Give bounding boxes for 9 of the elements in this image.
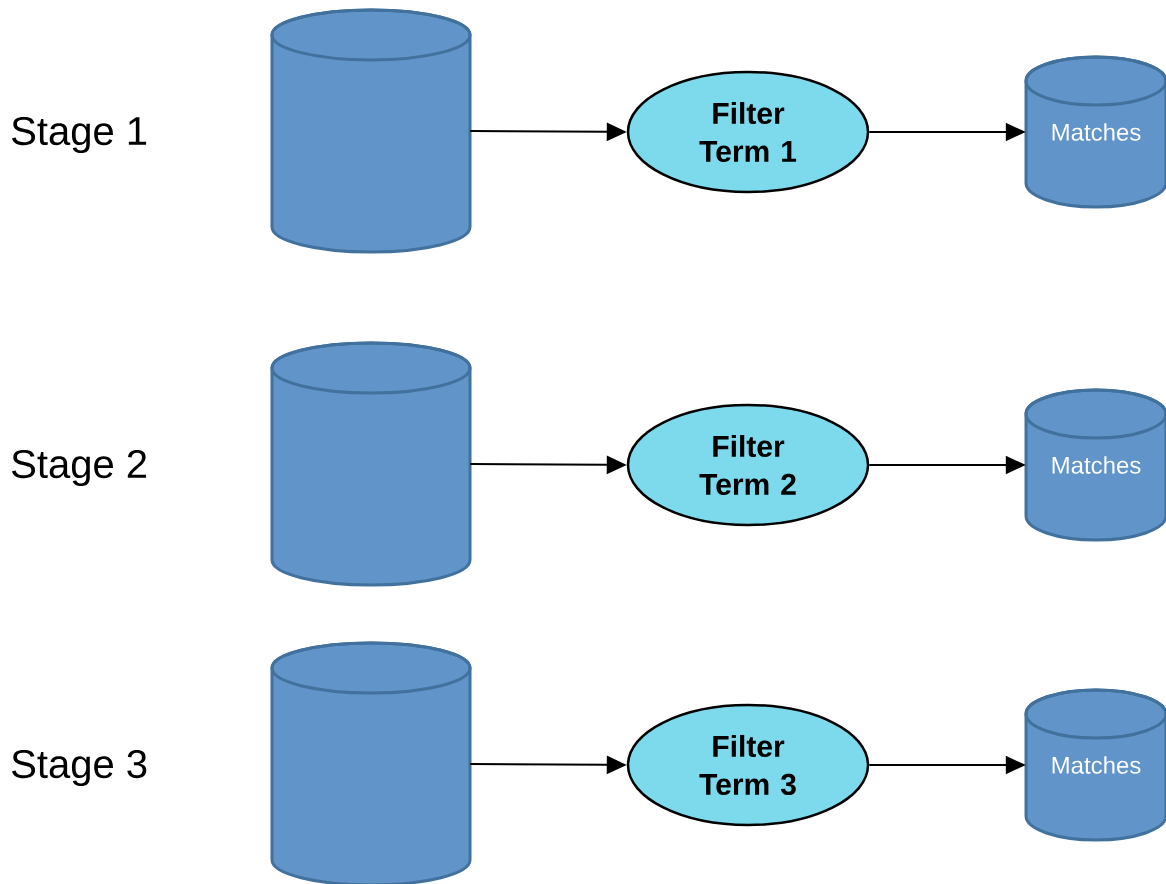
database-cylinder (270, 341, 472, 587)
database-cylinder (270, 8, 472, 254)
stage-label: Stage 2 (12, 449, 147, 487)
database-cylinder: Matches (1024, 55, 1166, 209)
database-cylinder (270, 641, 472, 884)
database-cylinder: Matches (1024, 688, 1166, 842)
stage-label: Stage 3 (12, 749, 147, 787)
database-cylinder: Matches (1024, 388, 1166, 542)
stage-label: Stage 1 (12, 116, 147, 154)
